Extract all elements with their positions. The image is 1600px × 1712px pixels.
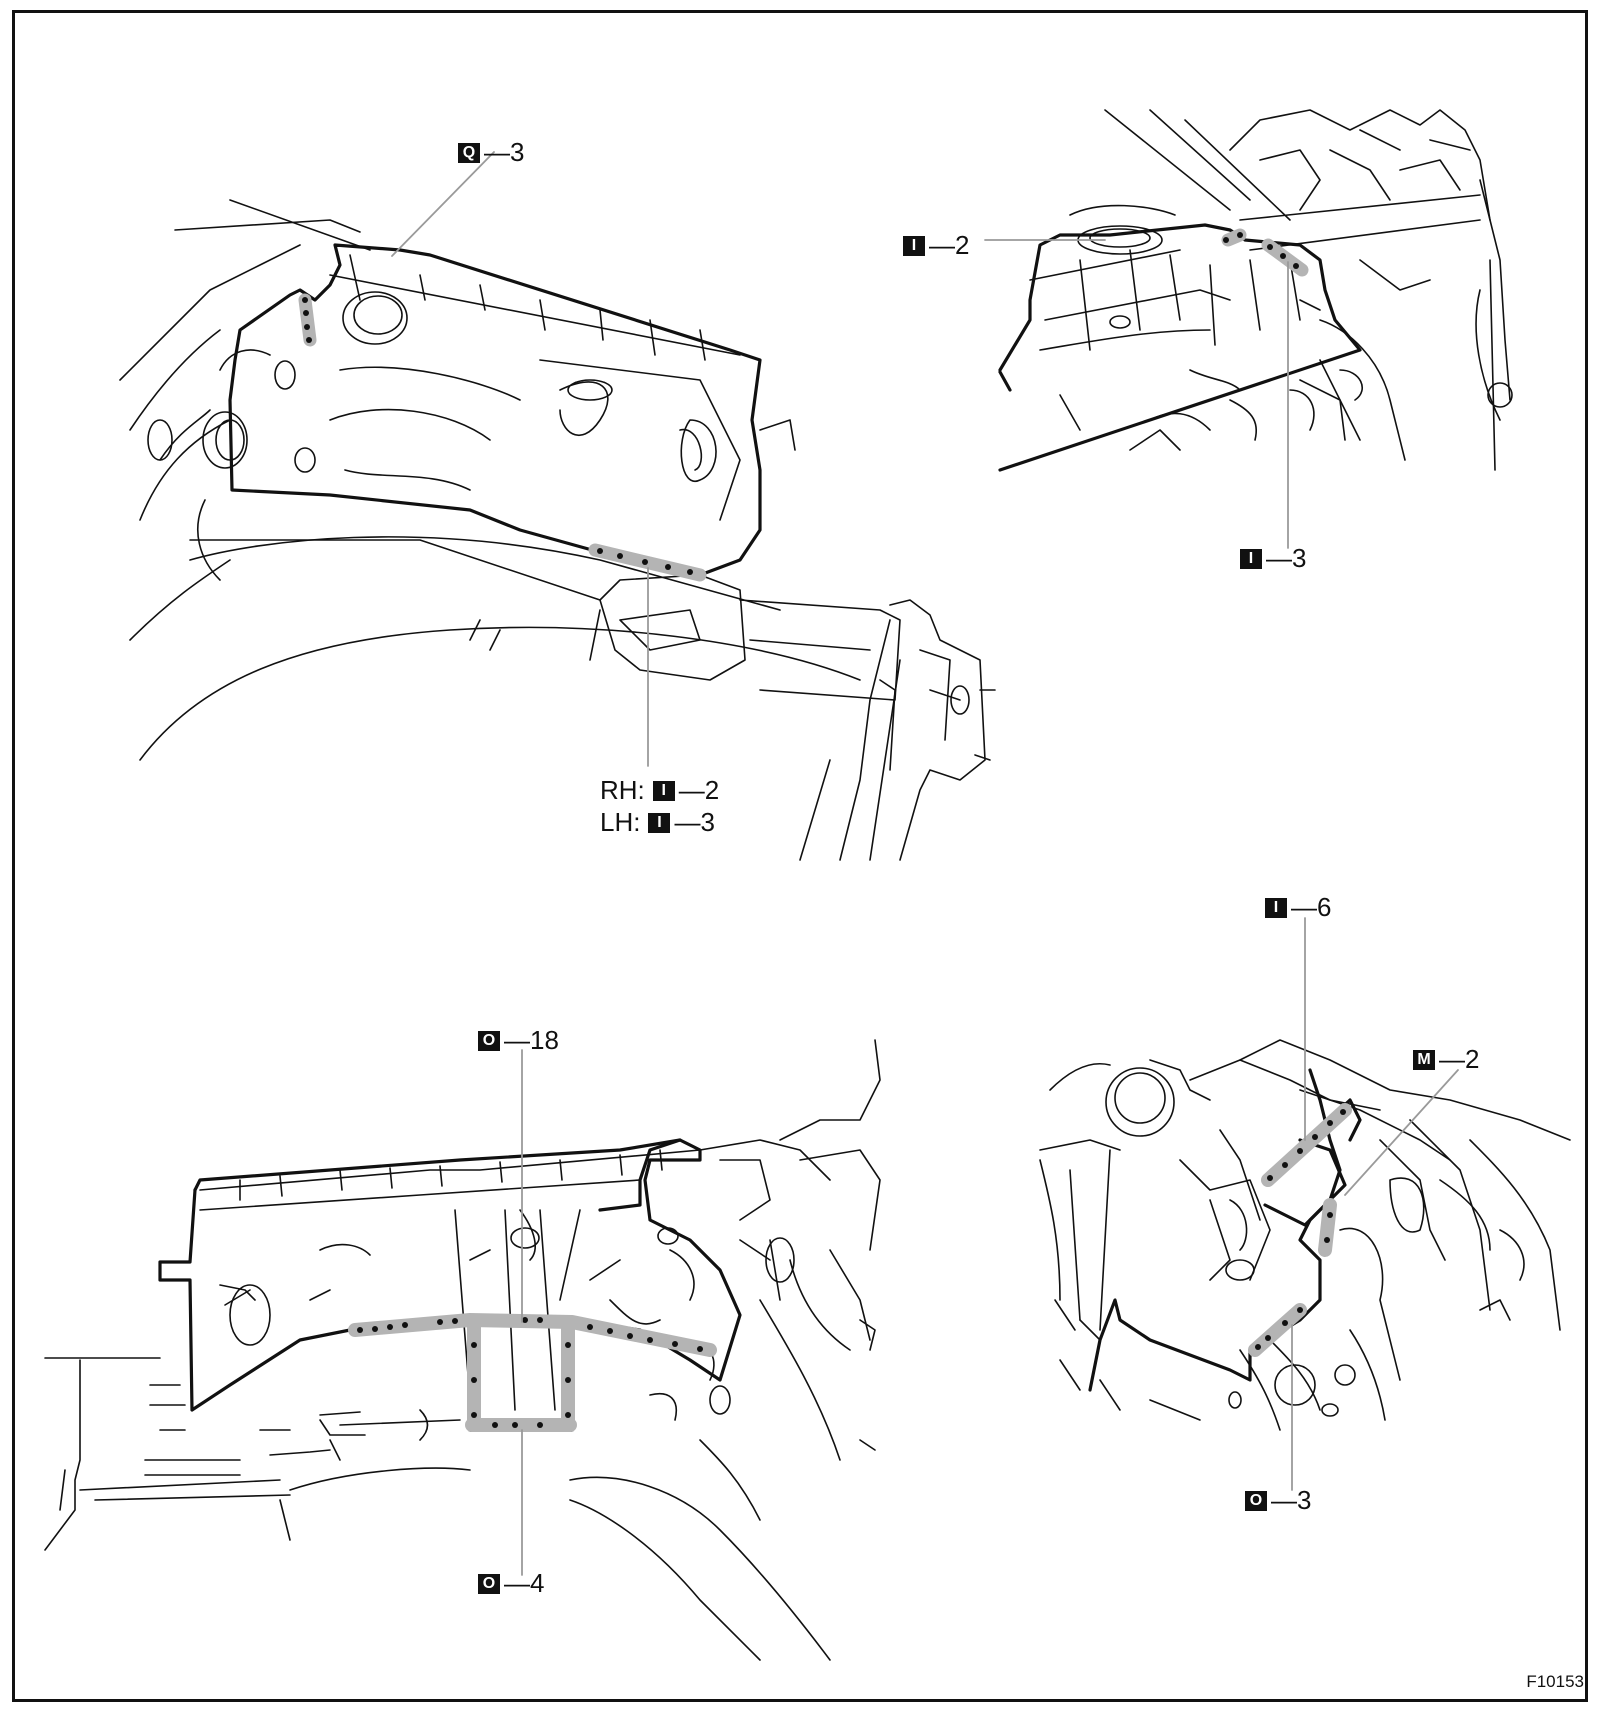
symbol-badge: O: [478, 1030, 500, 1051]
symbol-badge: M: [1413, 1049, 1435, 1070]
leader-lines: [391, 151, 1459, 1576]
lh-prefix: LH:: [600, 807, 641, 837]
callout-text: —3: [1271, 1485, 1312, 1515]
callout-text: —3: [484, 137, 525, 167]
diagram-frame: [12, 10, 1588, 1702]
symbol-badge: O: [478, 1573, 500, 1594]
callout-i3-top-right: I —3: [1240, 543, 1306, 574]
callout-rh: RH: I —2: [600, 775, 719, 806]
callout-o3: O —3: [1245, 1485, 1311, 1516]
callout-text: —3: [674, 807, 715, 837]
top-right-drawing: [998, 109, 1513, 472]
callout-o18: O —18: [478, 1025, 559, 1056]
callout-m2: M —2: [1413, 1044, 1479, 1075]
callout-text: —4: [504, 1568, 545, 1598]
callout-text: —3: [1266, 543, 1307, 573]
symbol-badge: I: [903, 235, 925, 256]
callout-text: —6: [1291, 892, 1332, 922]
rh-prefix: RH:: [600, 775, 645, 805]
symbol-badge: I: [1240, 548, 1262, 569]
callout-text: —2: [929, 230, 970, 260]
symbol-badge: I: [652, 780, 675, 801]
symbol-badge: Q: [458, 142, 480, 163]
figure-id: F10153: [1526, 1672, 1584, 1691]
symbol-badge: I: [1265, 897, 1287, 918]
callout-text: —2: [1439, 1044, 1480, 1074]
callout-text: —2: [678, 775, 720, 805]
callout-text: —18: [504, 1025, 559, 1055]
bottom-right-drawing: [1039, 1039, 1571, 1431]
bottom-left-drawing: [44, 1039, 881, 1661]
callout-i6: I —6: [1265, 892, 1331, 923]
callout-lh: LH: I —3: [600, 807, 715, 838]
callout-o4: O —4: [478, 1568, 544, 1599]
symbol-badge: I: [648, 812, 671, 833]
top-left-drawing: [119, 199, 996, 861]
symbol-badge: O: [1245, 1490, 1267, 1511]
callout-q3: Q —3: [458, 137, 524, 168]
callout-i2-top-right: I —2: [903, 230, 969, 261]
